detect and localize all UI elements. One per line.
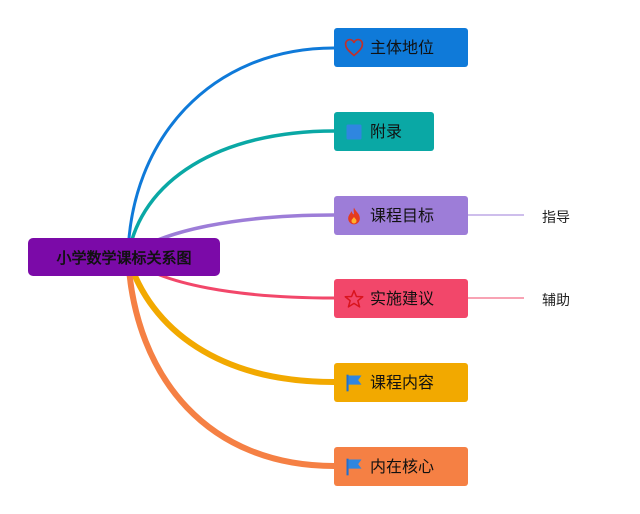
branch-node-appendix[interactable]: 附录 xyxy=(334,112,434,151)
connector-branch-5 xyxy=(125,256,335,385)
connector-branch-1 xyxy=(126,46,335,258)
connector-branch-6 xyxy=(125,256,335,469)
fire-icon xyxy=(344,206,364,226)
branch-node-course-content[interactable]: 课程内容 xyxy=(334,363,468,402)
branch-label: 附录 xyxy=(370,121,403,141)
flag-icon xyxy=(344,373,364,393)
branch-label: 主体地位 xyxy=(370,37,435,57)
heart-icon xyxy=(344,38,364,58)
root-node[interactable]: 小学数学课标关系图 xyxy=(28,238,220,276)
branch-node-main-status[interactable]: 主体地位 xyxy=(334,28,468,67)
side-label-assist[interactable]: 辅助 xyxy=(542,293,570,309)
flag-icon xyxy=(344,457,364,477)
branch-label: 实施建议 xyxy=(370,288,435,308)
star-icon xyxy=(344,289,364,309)
root-node-label: 小学数学课标关系图 xyxy=(56,248,192,267)
branch-node-implementation[interactable]: 实施建议 xyxy=(334,279,468,318)
connector-branch-2 xyxy=(126,129,335,258)
blue-square-icon xyxy=(344,122,364,142)
branch-node-inner-core[interactable]: 内在核心 xyxy=(334,447,468,486)
side-label-guide[interactable]: 指导 xyxy=(542,210,570,226)
branch-node-course-goals[interactable]: 课程目标 xyxy=(334,196,468,235)
branch-label: 课程内容 xyxy=(370,372,435,392)
branch-label: 内在核心 xyxy=(370,456,435,476)
branch-label: 课程目标 xyxy=(370,205,435,225)
